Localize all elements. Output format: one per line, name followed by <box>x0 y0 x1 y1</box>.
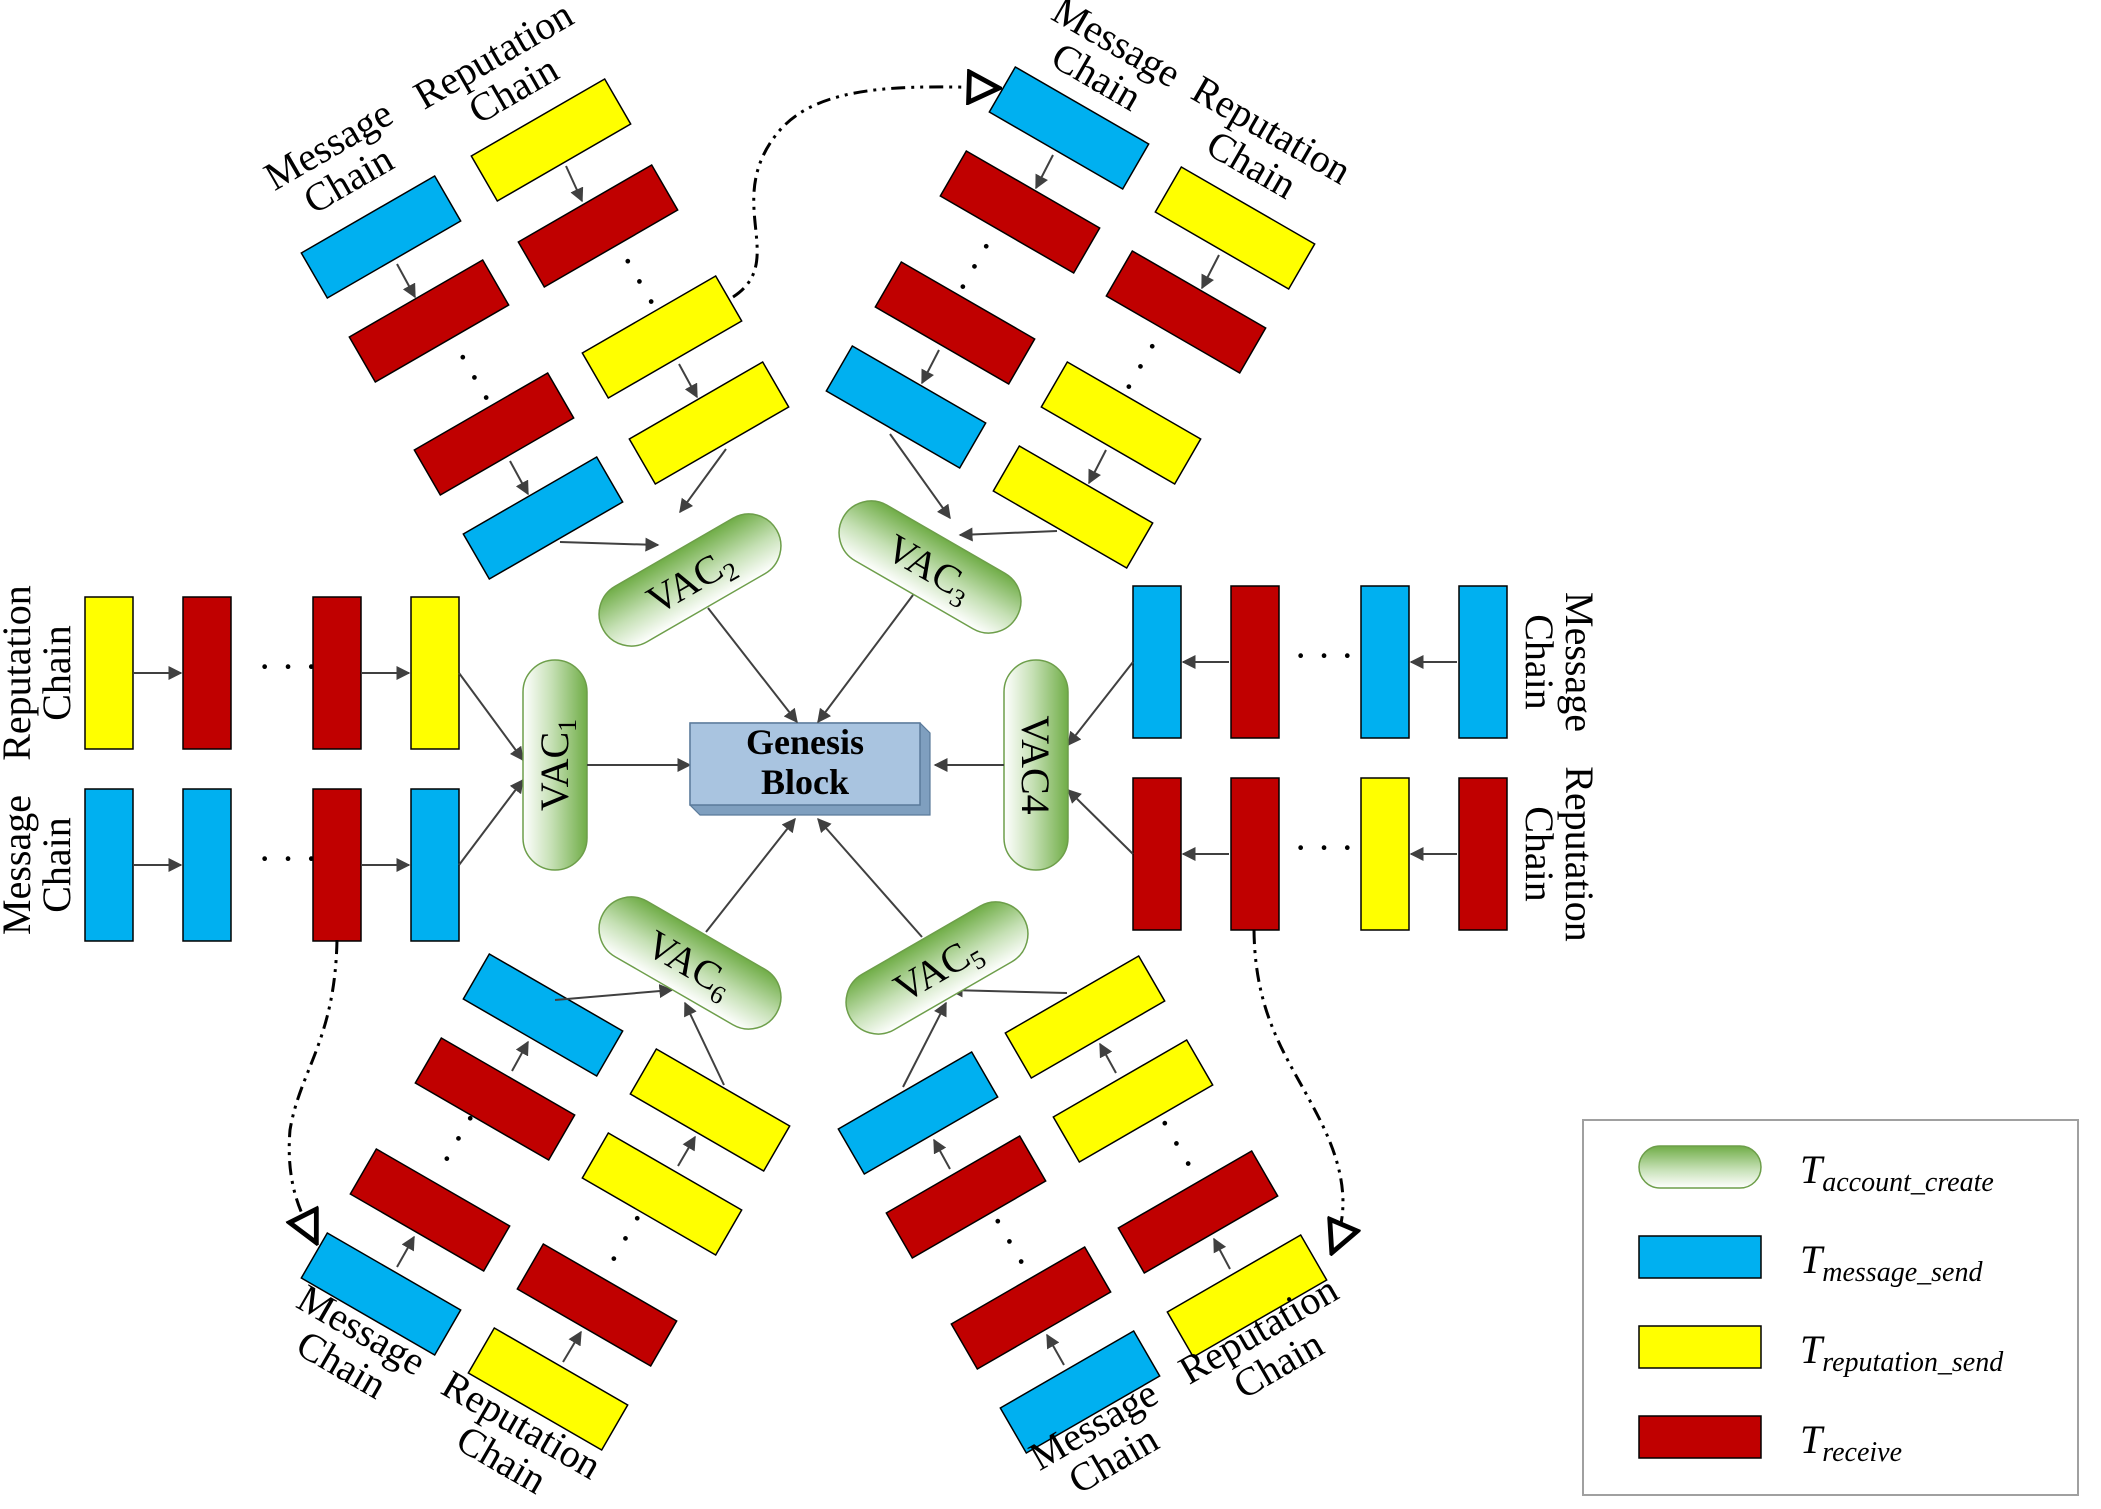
block-reputation-send <box>1004 954 1166 1080</box>
svg-text:Chain: Chain <box>1517 614 1562 710</box>
block-reputation-send <box>410 596 460 750</box>
block-receive <box>182 596 232 750</box>
block-reputation-send <box>1360 777 1410 931</box>
cluster-vac4: · · · Message Chain · · · Reputation Cha… <box>933 585 1602 942</box>
block-reputation-send <box>1166 1233 1328 1359</box>
block-receive <box>1132 777 1182 931</box>
chain-ellipsis: · · · <box>1294 825 1354 870</box>
block-reputation-send <box>467 1326 629 1452</box>
vac-label: VAC1 <box>532 719 582 811</box>
block-message-send <box>300 1231 462 1357</box>
svg-text:Reputation: Reputation <box>0 585 39 761</box>
chain-label: Message Chain <box>0 795 79 935</box>
block-reputation-send <box>581 274 743 400</box>
chain-label: Reputation Chain <box>1517 766 1602 942</box>
block-receive <box>1230 777 1280 931</box>
block-message-send <box>462 455 624 581</box>
vac2-node: VAC2 <box>598 513 782 647</box>
legend-swatch <box>1638 1235 1762 1279</box>
block-reputation-send <box>629 1047 791 1173</box>
block-message-send <box>825 344 987 470</box>
legend-swatch <box>1638 1325 1762 1369</box>
block-reputation-send <box>1154 165 1316 291</box>
block-receive <box>349 1147 511 1273</box>
svg-text:Message: Message <box>1557 592 1602 732</box>
legend-label: Treceive <box>1800 1417 1902 1468</box>
chain-ellipsis: · · · <box>258 836 318 881</box>
svg-text:Chain: Chain <box>1517 806 1562 902</box>
legend: Taccount_create Tmessage_send Treputatio… <box>1582 1119 2079 1496</box>
block-message-send <box>84 788 134 942</box>
vac1-node: VAC1 <box>522 659 588 871</box>
right-message-chain: · · · Message Chain <box>1132 585 1602 739</box>
block-reputation-send <box>1040 360 1202 486</box>
cross-link-vac2-vac3 <box>732 87 996 299</box>
block-receive <box>939 149 1101 275</box>
left-reputation-chain: · · · Reputation Chain <box>0 585 460 761</box>
block-receive <box>1458 777 1508 931</box>
vac-label: VAC4 <box>1013 715 1058 814</box>
svg-text:Reputation: Reputation <box>1557 766 1602 942</box>
legend-label: Treputation_send <box>1800 1327 2004 1378</box>
left-message-chain: · · · Message Chain <box>0 788 460 942</box>
block-message-send <box>182 788 232 942</box>
block-message-send <box>999 1329 1161 1455</box>
block-receive <box>312 788 362 942</box>
legend-swatch <box>1638 1415 1762 1459</box>
chain-label: Message Chain <box>1517 592 1602 732</box>
cross-links <box>289 87 1343 1250</box>
block-receive <box>1117 1149 1279 1275</box>
legend-label: Taccount_create <box>1800 1147 1994 1198</box>
vac4-node: VAC4 <box>1003 659 1069 871</box>
block-receive <box>413 371 575 497</box>
block-reputation-send <box>992 444 1154 570</box>
right-reputation-chain: · · · Reputation Chain <box>1132 766 1602 942</box>
genesis-line2: Block <box>761 762 849 802</box>
svg-text:Chain: Chain <box>34 817 79 913</box>
block-receive <box>348 258 510 384</box>
block-receive <box>885 1134 1047 1260</box>
svg-text:Message: Message <box>0 795 39 935</box>
block-receive <box>950 1245 1112 1371</box>
block-message-send <box>410 788 460 942</box>
block-receive <box>312 596 362 750</box>
chain-ellipsis: · · · <box>258 644 318 689</box>
genesis-block: Genesis Block <box>689 722 931 816</box>
block-reputation-send <box>628 360 790 486</box>
vac6-node: VAC6 <box>598 896 782 1030</box>
legend-item-reputation-send: Treputation_send <box>1638 1325 2004 1378</box>
block-reputation-send <box>470 77 632 203</box>
genesis-line1: Genesis <box>746 722 864 762</box>
legend-swatch <box>1638 1145 1762 1189</box>
block-receive <box>516 1242 678 1368</box>
legend-item-account-create: Taccount_create <box>1638 1145 1994 1198</box>
block-message-send <box>837 1050 999 1176</box>
block-message-send <box>1458 585 1508 739</box>
vac3-node: VAC3 <box>838 500 1022 634</box>
chain-label: Reputation Chain <box>0 585 79 761</box>
legend-label: Tmessage_send <box>1800 1237 1983 1288</box>
block-message-send <box>1132 585 1182 739</box>
block-receive <box>874 260 1036 386</box>
block-reputation-send <box>84 596 134 750</box>
svg-text:Chain: Chain <box>34 625 79 721</box>
legend-item-receive: Treceive <box>1638 1415 1902 1468</box>
block-receive <box>517 163 679 289</box>
cross-link-vac1-vac6 <box>289 939 339 1240</box>
block-message-send <box>1360 585 1410 739</box>
legend-item-message-send: Tmessage_send <box>1638 1235 1983 1288</box>
cluster-vac3: · · · · · · Message Chain Reputation Cha… <box>817 0 1359 724</box>
cross-link-vac4-vac5 <box>1252 929 1343 1250</box>
block-receive <box>1230 585 1280 739</box>
block-reputation-send <box>1052 1038 1214 1164</box>
chain-ellipsis: · · · <box>1294 633 1354 678</box>
block-reputation-send <box>581 1131 743 1257</box>
block-receive <box>1105 249 1267 375</box>
cluster-vac5: · · · · · · Message Chain Reputation Cha… <box>817 817 1346 1503</box>
block-receive <box>414 1036 576 1162</box>
block-message-send <box>462 952 624 1078</box>
block-message-send <box>300 174 462 300</box>
cluster-vac1: · · · Reputation Chain · · · Message Cha… <box>0 585 692 942</box>
